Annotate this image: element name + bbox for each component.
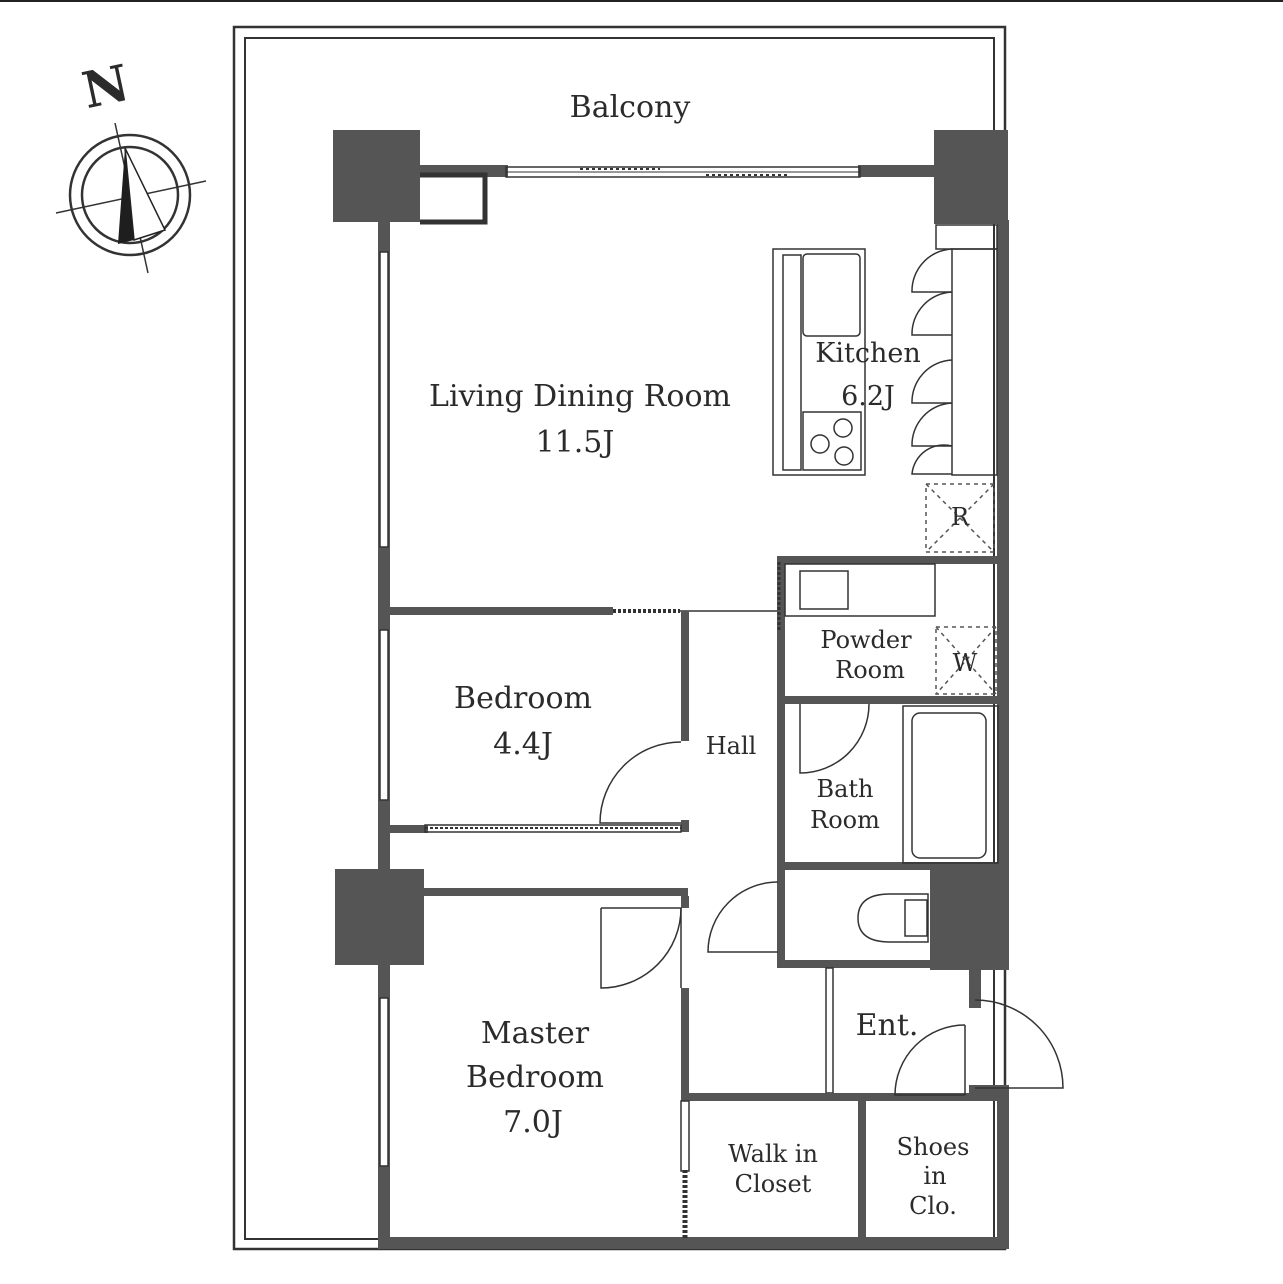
shoes-closet-label-3: Clo. bbox=[909, 1192, 957, 1220]
master-bedroom-label-1: Master bbox=[481, 1016, 590, 1051]
toilet-room-walls bbox=[777, 870, 937, 968]
bath-room-label-1: Bath bbox=[816, 775, 873, 803]
column-east bbox=[930, 868, 1008, 970]
powder-room-label-1: Powder bbox=[820, 626, 912, 654]
kitchen-label: Kitchen bbox=[815, 338, 921, 369]
entrance-walls bbox=[681, 967, 1009, 1101]
master-east-wall bbox=[681, 988, 689, 1098]
master-bedroom-door-arc bbox=[600, 907, 682, 989]
kitchen-counter bbox=[772, 248, 866, 476]
hall-label: Hall bbox=[706, 732, 757, 760]
west-windows bbox=[379, 251, 389, 1167]
master-bedroom-label-2: Bedroom bbox=[466, 1060, 604, 1095]
walkin-sliding-door bbox=[680, 1100, 690, 1238]
fridge-space bbox=[925, 483, 995, 553]
living-room-label: Living Dining Room bbox=[429, 379, 731, 414]
north-window bbox=[505, 166, 861, 178]
walkin-closet-label-2: Closet bbox=[735, 1170, 812, 1198]
toilet-door bbox=[707, 881, 779, 953]
bedroom-closet bbox=[388, 824, 688, 896]
bath-door bbox=[799, 703, 870, 774]
bedroom-size: 4.4J bbox=[493, 727, 553, 762]
master-bedroom-size: 7.0J bbox=[503, 1105, 563, 1140]
bath-room-label-2: Room bbox=[810, 806, 880, 834]
pipe-shaft bbox=[420, 172, 488, 225]
kitchen-size: 6.2J bbox=[841, 381, 895, 412]
shoes-closet-label-2: in bbox=[923, 1162, 946, 1190]
bedroom-north-wall bbox=[388, 607, 777, 615]
shoe-closet-door bbox=[894, 1024, 966, 1096]
bath-room-walls bbox=[777, 704, 1007, 874]
column-nw bbox=[333, 130, 420, 222]
bedroom-east-wall-upper bbox=[681, 611, 689, 741]
bedroom-door bbox=[599, 741, 682, 824]
kitchen-cabinet bbox=[911, 224, 998, 476]
compass-icon bbox=[55, 122, 207, 274]
powder-room-label-2: Room bbox=[835, 656, 905, 684]
closet-divider bbox=[858, 1096, 866, 1241]
powder-room-walls bbox=[777, 556, 1007, 704]
entrance-door bbox=[974, 999, 1064, 1089]
north-label: N bbox=[77, 53, 134, 120]
washer-label: W bbox=[953, 649, 978, 677]
fridge-label: R bbox=[951, 503, 970, 531]
living-room-size: 11.5J bbox=[536, 425, 615, 460]
bedroom-label: Bedroom bbox=[454, 681, 592, 716]
column-west bbox=[335, 869, 424, 965]
master-bedroom-door bbox=[601, 907, 682, 988]
balcony-label: Balcony bbox=[570, 90, 691, 125]
entrance-label: Ent. bbox=[856, 1008, 919, 1043]
shoes-closet-label-1: Shoes bbox=[897, 1133, 970, 1161]
master-wall-stub bbox=[681, 896, 689, 908]
column-ne bbox=[934, 130, 1008, 224]
walkin-closet-label-1: Walk in bbox=[728, 1140, 818, 1168]
bedroom-east-wall-lower bbox=[681, 820, 689, 832]
